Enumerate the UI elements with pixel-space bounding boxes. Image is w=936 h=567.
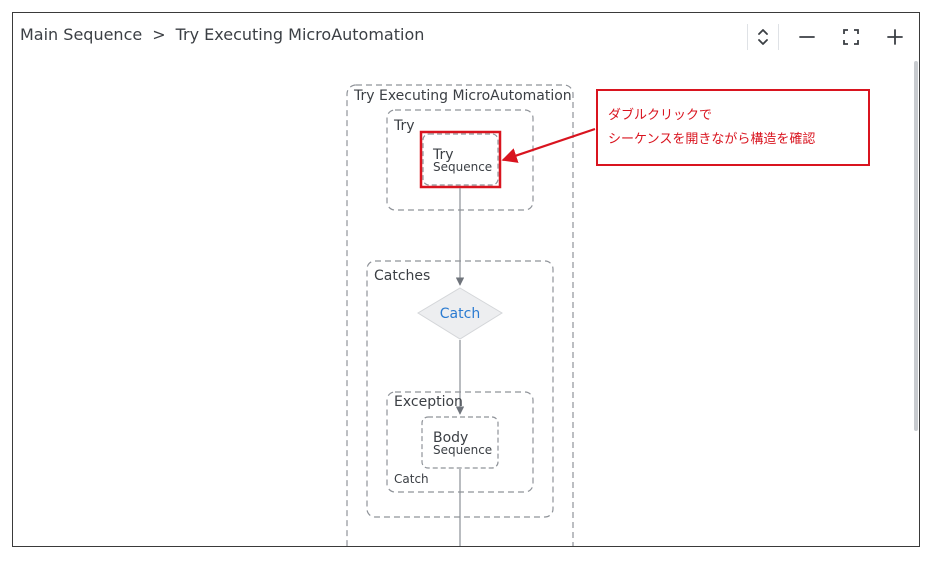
zoom-out-button[interactable] bbox=[791, 23, 823, 51]
catches-group[interactable] bbox=[366, 260, 554, 518]
fit-to-screen-button[interactable] bbox=[835, 23, 867, 51]
body-node-subtitle: Sequence bbox=[433, 443, 492, 457]
breadcrumb-current: Try Executing MicroAutomation bbox=[175, 25, 425, 44]
zoom-out-icon bbox=[799, 36, 815, 38]
breadcrumb: Main Sequence > Try Executing MicroAutomat… bbox=[20, 25, 424, 44]
zoom-in-button[interactable] bbox=[879, 23, 911, 51]
workflow-canvas[interactable]: Try Executing MicroAutomation Try Try Se… bbox=[13, 13, 919, 546]
breadcrumb-root[interactable]: Main Sequence bbox=[20, 25, 143, 44]
zoom-toolbar bbox=[747, 23, 911, 51]
expand-collapse-button[interactable] bbox=[748, 23, 778, 51]
toolbar-divider bbox=[778, 24, 779, 50]
highlight-box bbox=[419, 130, 502, 189]
try-node-title: Try bbox=[432, 147, 454, 163]
zoom-in-icon bbox=[887, 29, 903, 45]
exception-group-label: Exception bbox=[394, 394, 463, 410]
try-group-label: Try bbox=[393, 118, 415, 134]
try-catch-container[interactable] bbox=[346, 84, 574, 546]
catch-decision-label: Catch bbox=[440, 306, 480, 322]
try-sequence-node[interactable] bbox=[422, 133, 499, 186]
container-title: Try Executing MicroAutomation bbox=[353, 88, 572, 104]
workflow-designer-panel: Main Sequence>Try Executing MicroAutomat… bbox=[12, 12, 920, 547]
vertical-scrollbar[interactable] bbox=[914, 61, 918, 431]
body-sequence-node[interactable] bbox=[421, 416, 499, 469]
callout-arrow bbox=[501, 127, 596, 163]
toolbar-divider bbox=[747, 24, 748, 50]
annotation-line-2: シーケンスを開きながら構造を確認 bbox=[608, 132, 816, 147]
fit-to-screen-icon bbox=[843, 29, 859, 45]
expand-collapse-icon bbox=[758, 29, 768, 45]
annotation-callout: ダブルクリックで シーケンスを開きながら構造を確認 bbox=[596, 89, 870, 166]
exception-footer-label: Catch bbox=[394, 472, 429, 486]
annotation-line-1: ダブルクリックで bbox=[608, 108, 713, 123]
breadcrumb-separator: > bbox=[152, 25, 166, 44]
body-node-title: Body bbox=[433, 430, 468, 446]
catch-decision-node[interactable] bbox=[417, 287, 503, 340]
try-node-subtitle: Sequence bbox=[433, 160, 492, 174]
catches-group-label: Catches bbox=[374, 268, 430, 284]
